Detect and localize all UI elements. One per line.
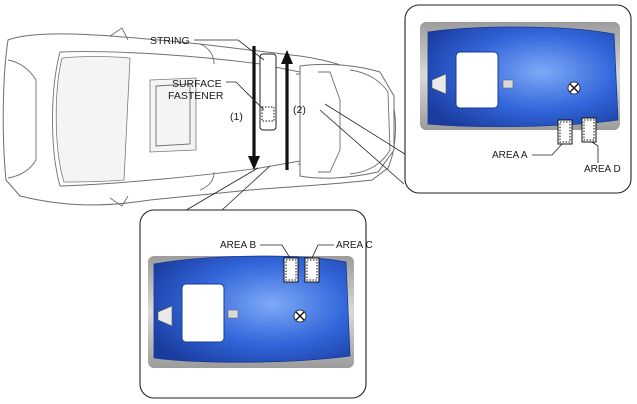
callout-area-b-c: AREA B AREA C: [139, 165, 373, 399]
leader-area-a: [532, 143, 563, 156]
arrow-down-icon: [248, 46, 260, 170]
car-tail: [349, 69, 391, 175]
sunroof-opening-bottom: [181, 283, 225, 343]
string-guide: [259, 53, 277, 131]
area-b-box: [283, 257, 299, 283]
label-surface: SURFACE: [172, 78, 222, 90]
area-d-box: [581, 117, 597, 143]
car-hood-line: [7, 59, 37, 179]
leader-area-c: [311, 244, 334, 259]
leader-fastener: [226, 81, 265, 111]
string-slot: [259, 53, 277, 131]
dome-light-icon: [502, 79, 514, 89]
callout-leader-top-1: [324, 103, 409, 157]
leader-area-b: [260, 244, 291, 259]
arrow-up-icon: [281, 50, 293, 170]
label-area-b: AREA B: [220, 240, 256, 251]
callout-leader-top-2: [319, 109, 405, 185]
car-mirror-bottom: [109, 195, 129, 207]
car-sunroof-inner: [155, 83, 191, 147]
label-fastener: FASTENER: [168, 90, 224, 102]
car-cabin-outline: [52, 51, 307, 187]
clip-mark-bottom: [293, 309, 307, 323]
car-top-view: [2, 27, 396, 207]
label-step-2: (2): [293, 104, 306, 116]
label-area-d: AREA D: [584, 164, 621, 175]
car-rear-pillar: [318, 71, 341, 173]
car-door-line-2: [199, 171, 215, 191]
leader-area-d: [591, 141, 599, 163]
car-sunroof: [149, 77, 197, 153]
area-a-box: [557, 119, 573, 145]
car-mirror-top: [109, 27, 129, 41]
label-string: STRING: [150, 35, 190, 47]
car-windshield: [55, 56, 131, 183]
leader-string: [194, 39, 265, 61]
clip-mark-top: [567, 81, 581, 95]
dome-light-bottom-icon: [227, 309, 239, 319]
label-area-c: AREA C: [336, 240, 373, 251]
car-rear-section: [299, 63, 395, 179]
label-step-1: (1): [230, 111, 243, 123]
visor-clip-top: [431, 73, 447, 95]
car-door-line-1: [199, 43, 215, 65]
callout-area-a-d: AREA A AREA D: [319, 4, 632, 194]
visor-clip-bottom: [157, 305, 173, 327]
label-area-a: AREA A: [492, 150, 528, 161]
callout-leader-bottom-2: [221, 165, 271, 211]
surface-fastener-icon: [261, 106, 275, 122]
sunroof-opening-top: [455, 51, 499, 109]
